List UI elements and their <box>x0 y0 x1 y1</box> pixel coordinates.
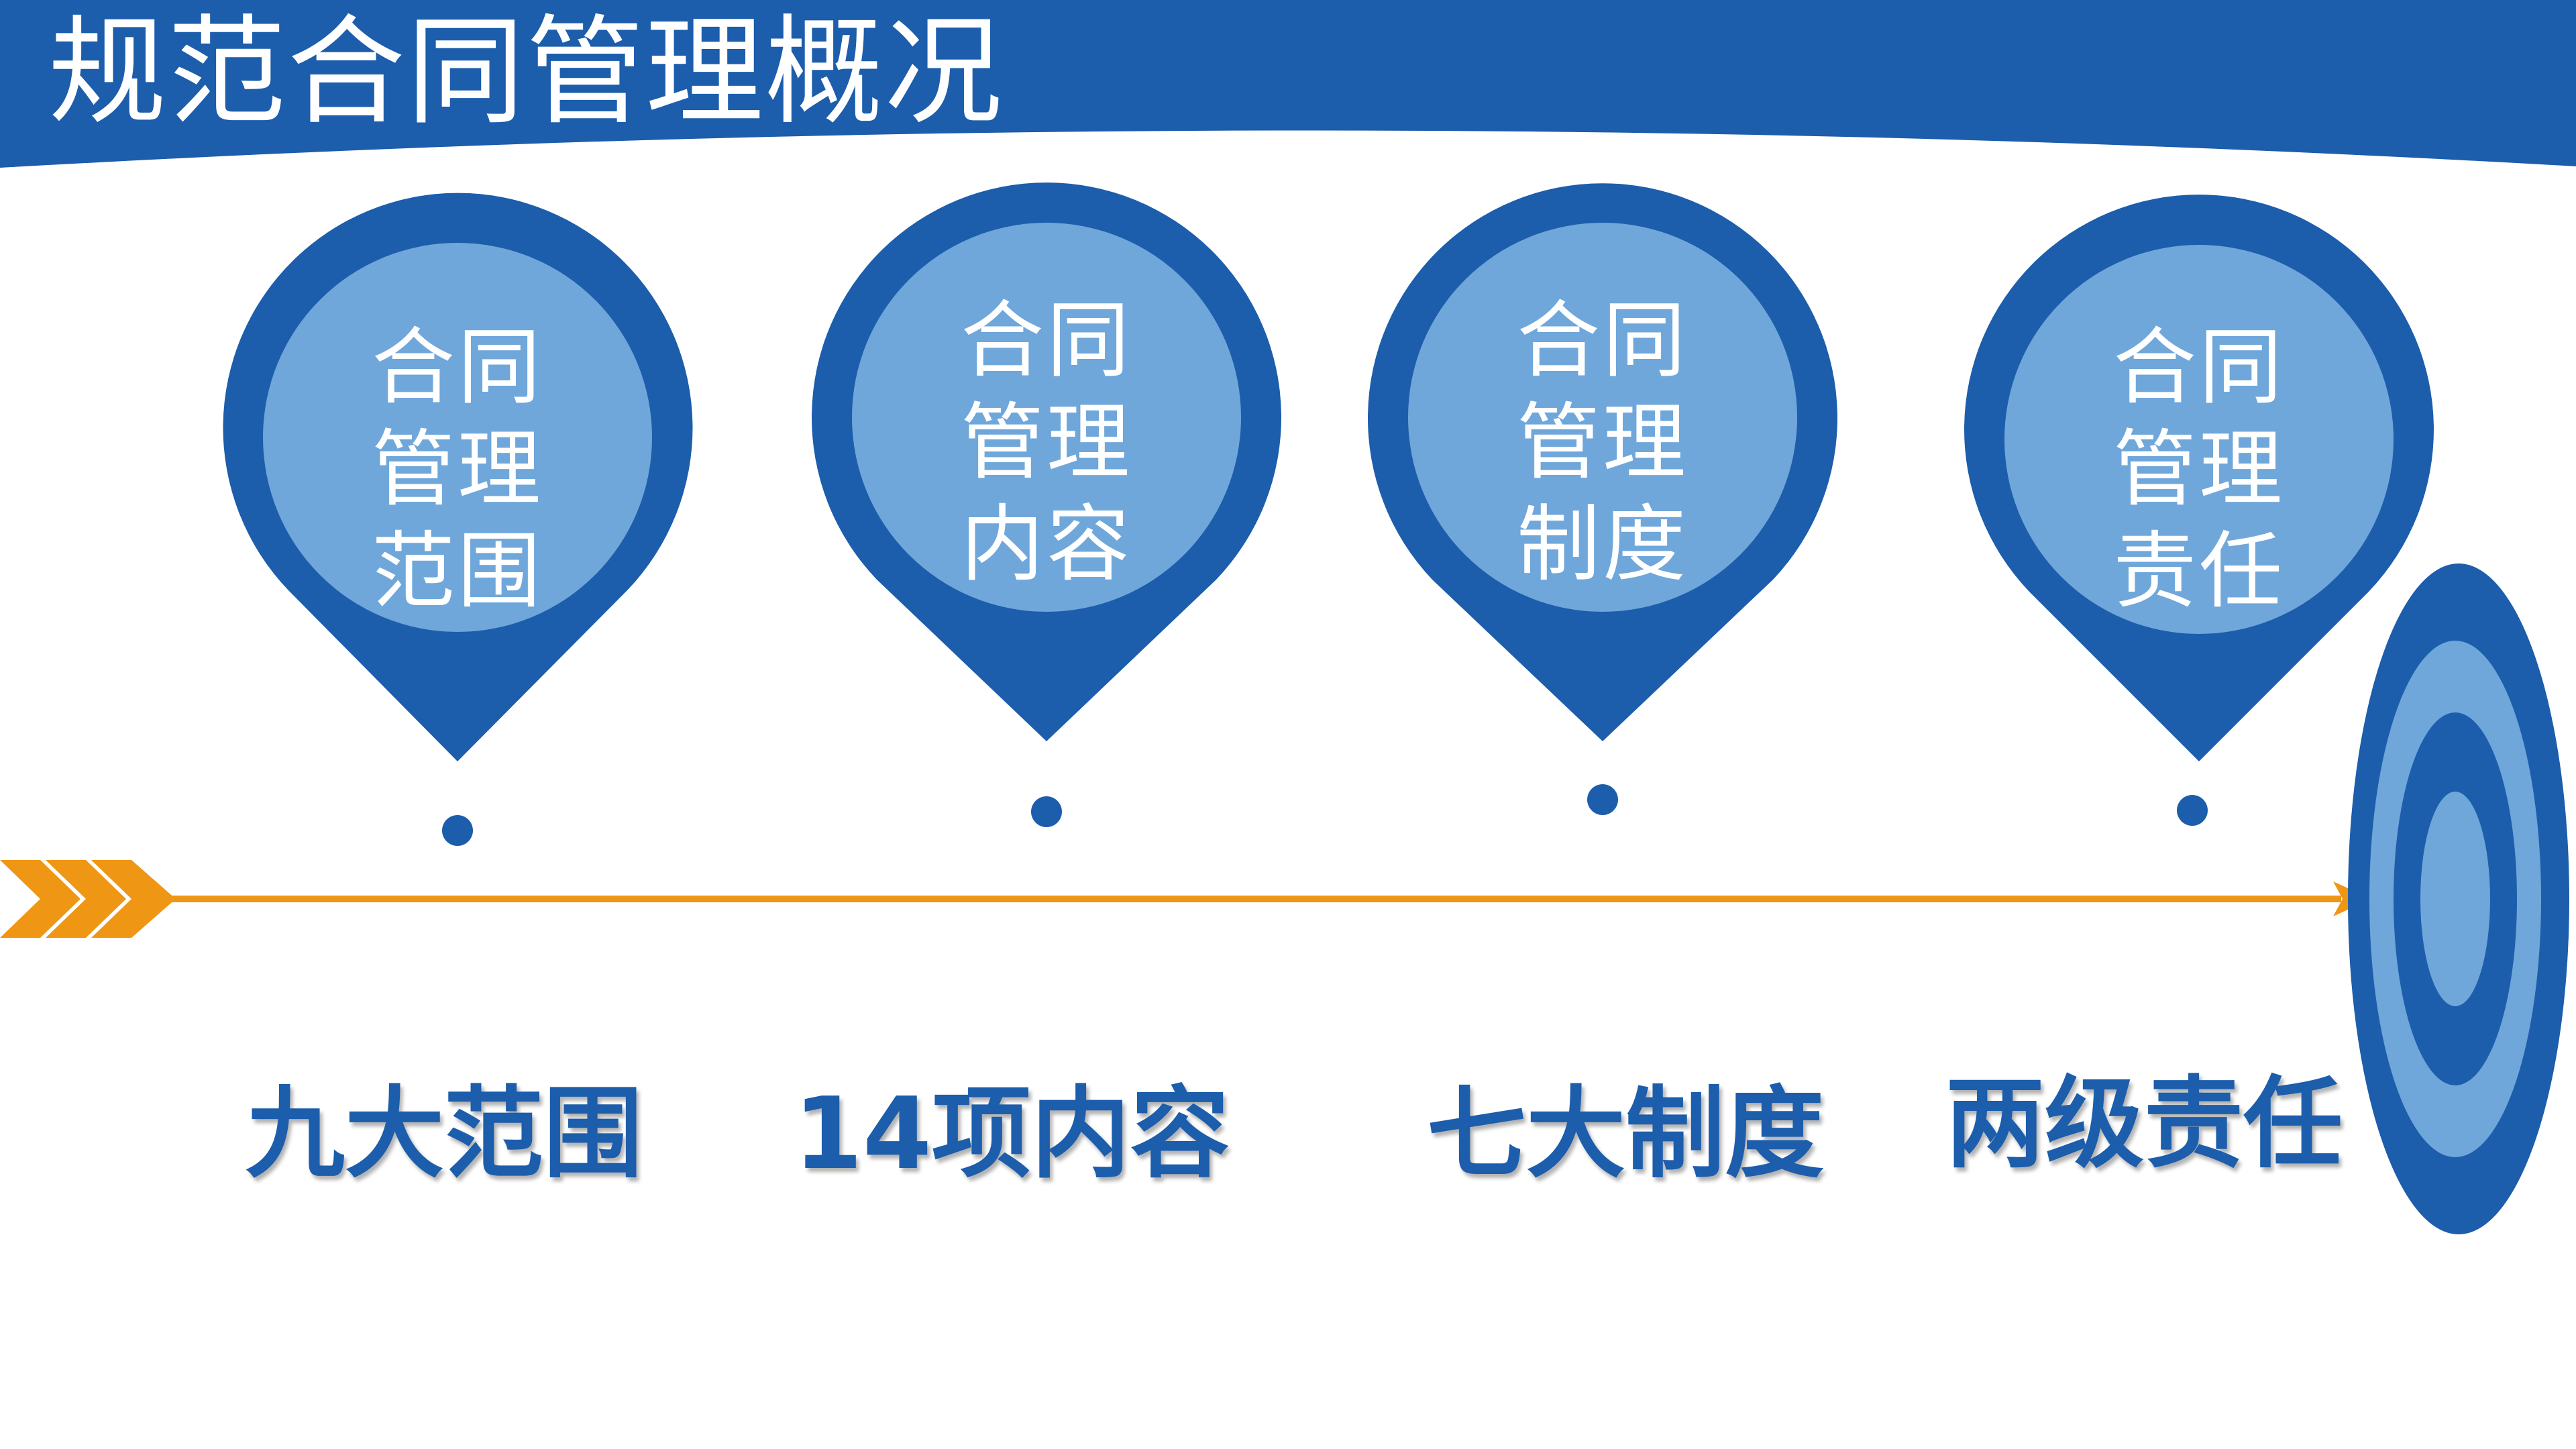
pin-label-line: 内容 <box>960 496 1132 593</box>
pin-label-line: 制度 <box>1516 496 1688 593</box>
timeline-dot <box>442 815 473 846</box>
timeline-dot <box>1587 784 1618 815</box>
pin-label-line: 合同 <box>2112 319 2285 416</box>
pin-label-line: 合同 <box>371 319 543 416</box>
pin-label-line: 合同 <box>1516 292 1688 389</box>
pin-label-scope: 合同 管理 范围 <box>357 317 558 623</box>
pin-label-line: 管理 <box>960 394 1132 491</box>
pin-label-system: 合同 管理 制度 <box>1502 290 1703 596</box>
pin-label-line: 管理 <box>371 421 543 518</box>
pin-label-line: 管理 <box>2112 421 2285 518</box>
pin-label-line: 管理 <box>1516 394 1688 491</box>
triple-chevron-icon <box>0 860 176 938</box>
timeline-dot <box>2177 795 2208 826</box>
milestone-label: 七大制度 <box>1427 1076 1824 1191</box>
pin-label-line: 责任 <box>2112 523 2285 620</box>
map-pin-icon <box>812 182 1282 741</box>
pin-label-responsibility: 合同 管理 责任 <box>2098 317 2300 623</box>
map-pin-icon <box>223 193 693 762</box>
pin-label-line: 范围 <box>371 523 543 620</box>
map-pin-icon <box>1964 195 2434 761</box>
header-band <box>0 0 2576 168</box>
milestone-label: 14项内容 <box>794 1076 1230 1191</box>
milestone-label: 两级责任 <box>1945 1066 2343 1181</box>
target-icon <box>2348 564 2569 1234</box>
milestone-label: 九大范围 <box>246 1076 643 1191</box>
map-pin-icon <box>1367 183 1837 742</box>
pin-label-content: 合同 管理 内容 <box>946 290 1147 596</box>
page-title: 规范合同管理概况 <box>48 3 1004 141</box>
timeline-dot <box>1031 796 1062 827</box>
pin-label-line: 合同 <box>960 292 1132 389</box>
